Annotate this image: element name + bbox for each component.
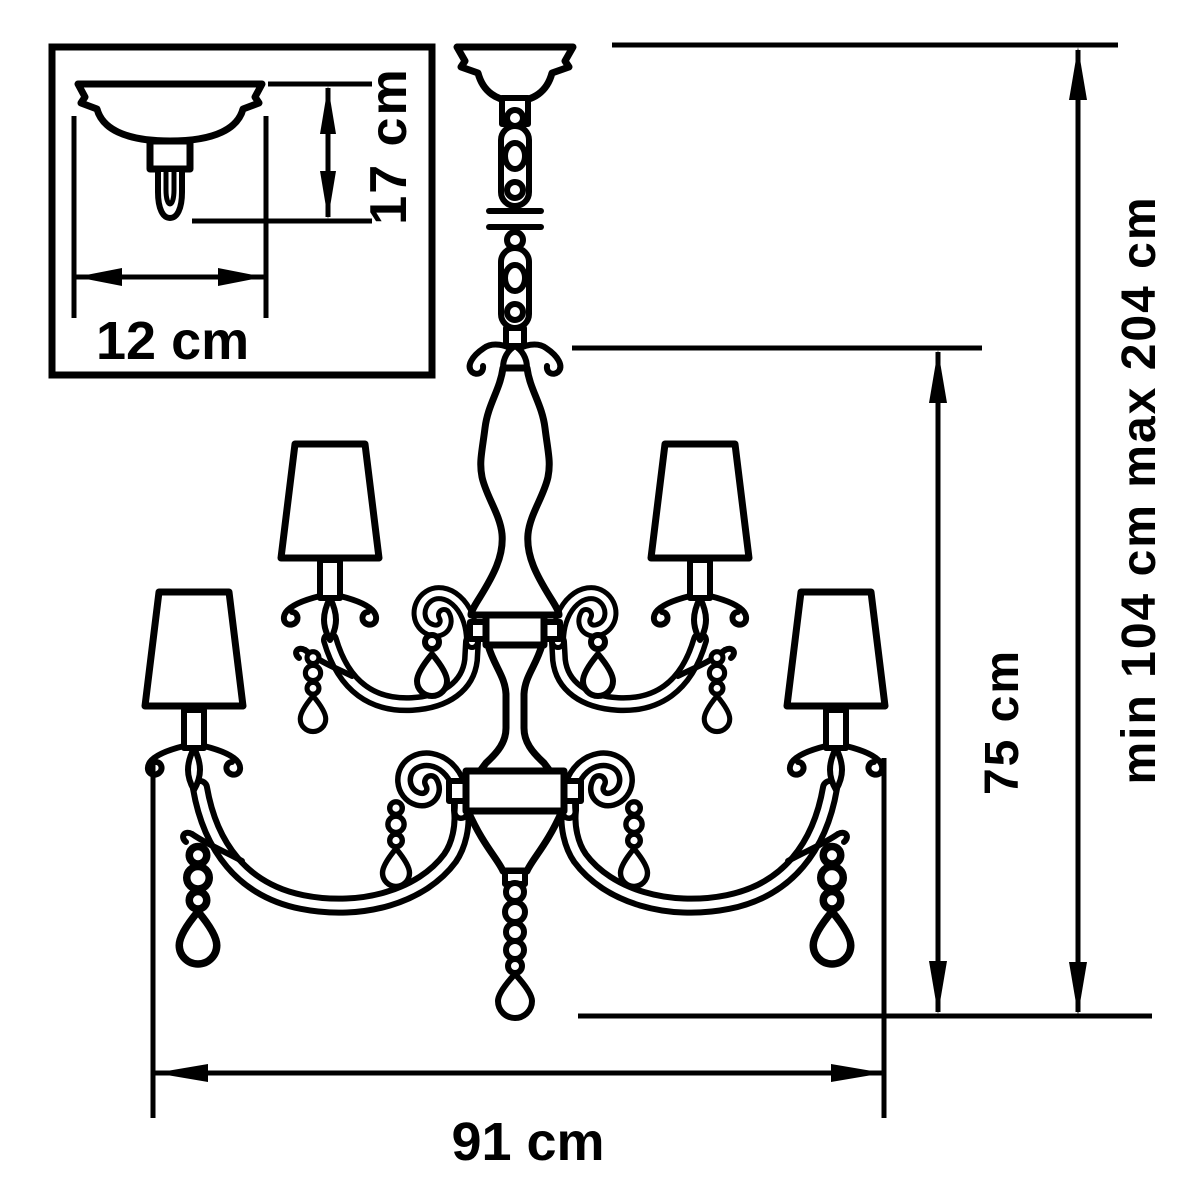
shade-lower-left	[145, 592, 243, 706]
bulb-outline	[155, 166, 185, 221]
width-dimension	[155, 1064, 884, 1082]
shade-upper-left	[281, 444, 379, 558]
inset-height-arrow	[320, 86, 336, 219]
center-column	[446, 364, 584, 887]
inset-detail-box	[48, 43, 436, 379]
shade-upper-right	[651, 444, 749, 558]
total-height-dimension	[1069, 47, 1087, 1015]
body-height-label: 75 cm	[976, 648, 1029, 796]
center-finial-drop	[495, 880, 535, 1021]
total-height-label: min 104 cm max 204 cm	[1113, 195, 1166, 785]
inset-width-arrow	[76, 268, 264, 286]
body-height-dimension	[929, 350, 947, 1014]
chain-break-marks	[486, 208, 544, 230]
inset-height-label: 17 cm	[360, 67, 418, 225]
shade-lower-right	[787, 592, 885, 706]
dimension-lines	[150, 42, 1152, 1118]
fixture-width-label: 91 cm	[451, 1112, 605, 1172]
ceiling-canopy	[453, 43, 577, 127]
inset-dimension-lines	[71, 81, 372, 318]
bulb-inner-line	[163, 169, 177, 207]
inset-width-label: 12 cm	[96, 311, 250, 371]
lower-hub	[462, 767, 568, 815]
upper-hub	[482, 611, 548, 649]
hanging-chain	[486, 107, 544, 349]
inset-canopy-drawing	[74, 80, 266, 221]
crown-ornament	[466, 341, 564, 377]
